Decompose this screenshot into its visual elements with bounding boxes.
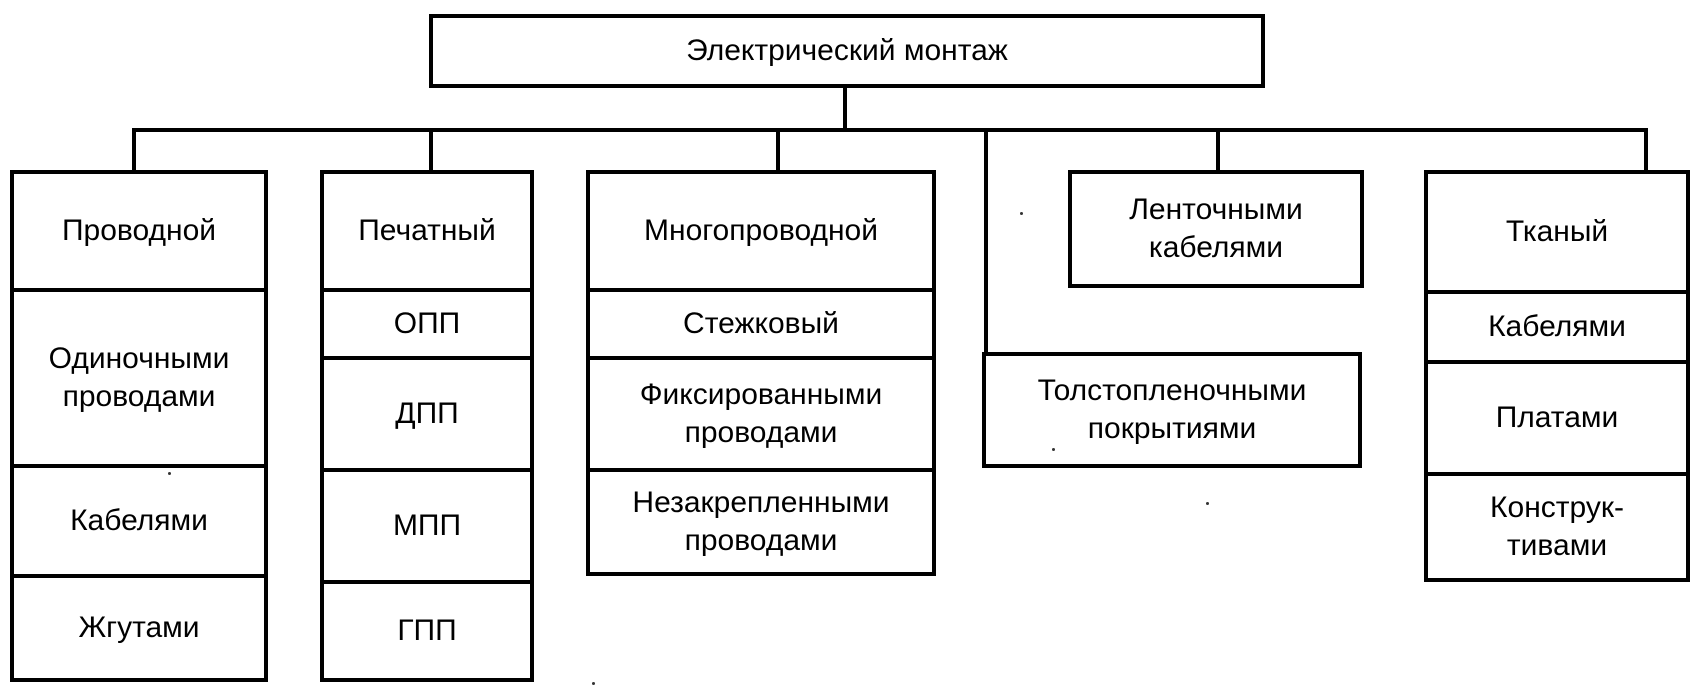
column-printed: Печатный ОПП ДПП МПП ГПП	[320, 170, 534, 682]
wire-item-single-wires: Одиночными проводами	[14, 288, 264, 464]
root-node: Электрический монтаж	[429, 14, 1265, 88]
ribbon-cables-node: Ленточными кабелями	[1068, 170, 1364, 288]
column-woven: Тканый Кабелями Платами Конструк- тивами	[1424, 170, 1690, 582]
multiwire-item-fixed-wires: Фиксированными проводами	[590, 356, 932, 468]
multiwire-title: Многопроводной	[644, 214, 878, 247]
multiwire-item-stitch: Стежковый	[590, 288, 932, 356]
root-label: Электрический монтаж	[686, 34, 1008, 67]
wire-item-cables: Кабелями	[14, 464, 264, 574]
printed-item-gpp: ГПП	[324, 580, 530, 678]
wire-title: Проводной	[61, 214, 217, 247]
woven-item-boards: Платами	[1428, 360, 1686, 472]
multiwire-item-loose-wires: Незакрепленными проводами	[590, 468, 932, 572]
speck	[168, 472, 171, 475]
speck	[592, 682, 595, 685]
printed-item-dpp: ДПП	[324, 356, 530, 468]
speck	[1052, 448, 1055, 451]
woven-item-structures: Конструк- тивами	[1428, 472, 1686, 578]
speck	[1020, 212, 1023, 215]
wire-item-harnesses: Жгутами	[14, 574, 264, 678]
column-wire: Проводной Одиночными проводами Кабелями …	[10, 170, 268, 682]
woven-title: Тканый	[1505, 215, 1609, 248]
woven-item-cables: Кабелями	[1428, 290, 1686, 360]
thick-film-node: Толстопленочными покрытиями	[982, 352, 1362, 468]
ribbon-cables-label: Ленточными кабелями	[1129, 193, 1303, 264]
printed-title: Печатный	[358, 214, 496, 247]
column-multiwire: Многопроводной Стежковый Фиксированными …	[586, 170, 936, 576]
printed-item-mpp: МПП	[324, 468, 530, 580]
thick-film-label: Толстопленочными покрытиями	[1037, 374, 1307, 445]
printed-item-opp: ОПП	[324, 288, 530, 356]
speck	[1206, 502, 1209, 505]
